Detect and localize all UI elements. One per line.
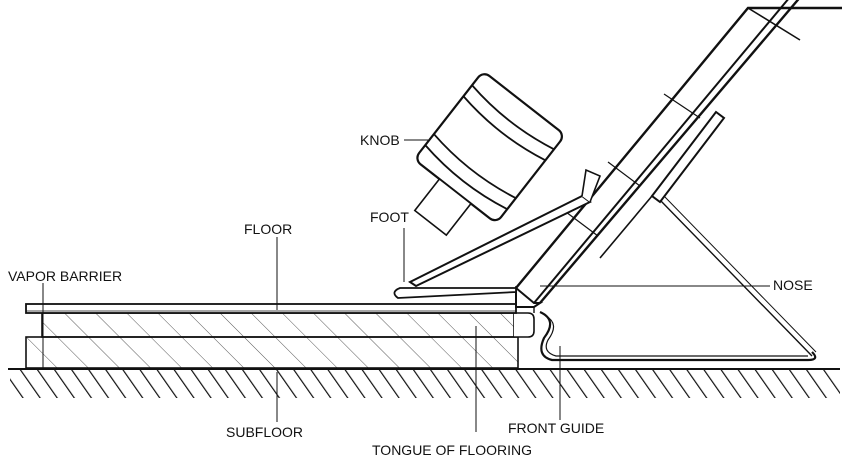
foot [393, 168, 602, 299]
brace-rod [659, 195, 817, 357]
tongue-of-flooring-label: TONGUE OF FLOORING [372, 442, 532, 458]
floor-board-top [25, 303, 517, 314]
leader-lines [42, 139, 770, 432]
vapor-barrier-label: VAPOR BARRIER [8, 268, 122, 284]
front-guide-label: FRONT GUIDE [508, 420, 604, 436]
flooring-board-lower [41, 312, 535, 338]
knob-label: KNOB [360, 132, 400, 148]
nose-label: NOSE [773, 277, 813, 293]
foot-label: FOOT [370, 209, 409, 225]
floor-label: FLOOR [244, 221, 292, 237]
front-guide [539, 310, 817, 362]
ground-hatch [0, 368, 842, 408]
nose [515, 285, 544, 313]
side-plate [599, 110, 726, 259]
subfloor-label: SUBFLOOR [226, 424, 303, 440]
knob [413, 73, 563, 237]
subfloor-board [25, 336, 519, 369]
nailer-body [515, 0, 842, 304]
